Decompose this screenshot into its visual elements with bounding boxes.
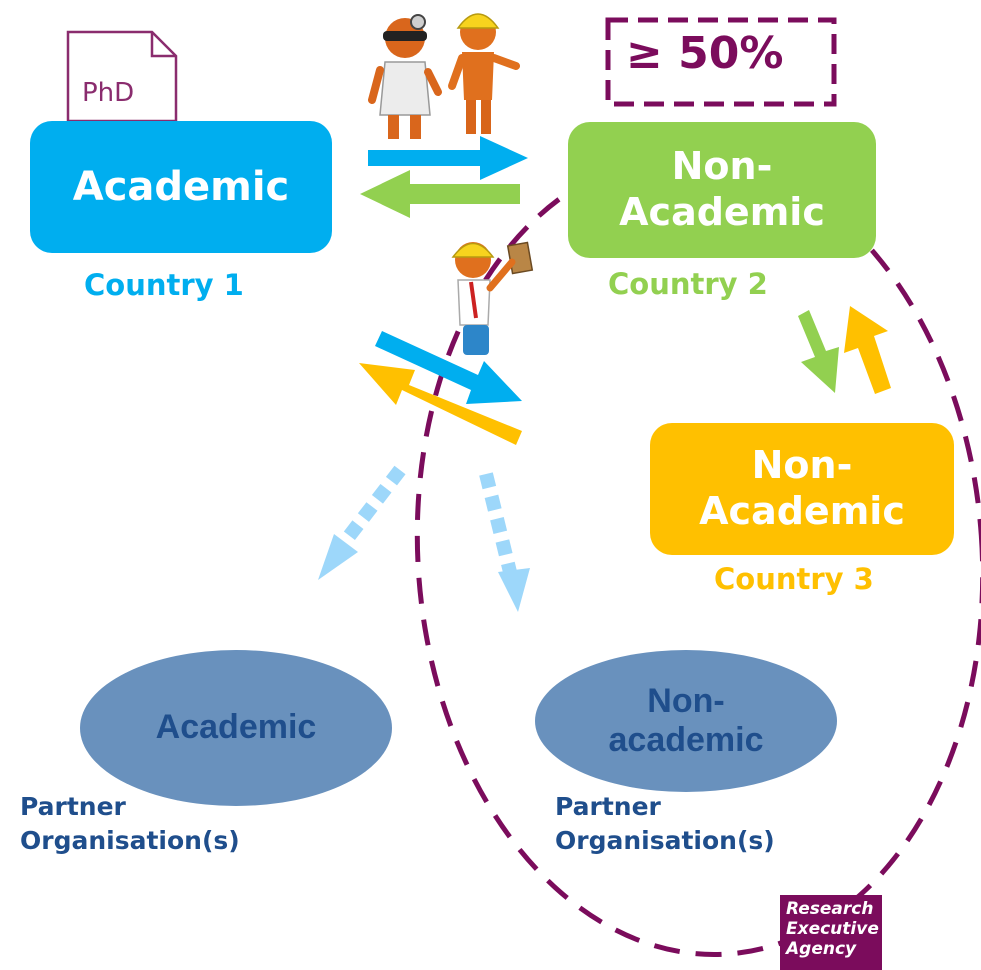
academic-partner-caption: Partner Organisation(s): [20, 790, 240, 858]
academic-box-label: Academic: [72, 164, 290, 210]
academic-partner-ellipse: Academic: [80, 650, 392, 806]
research-executive-agency-logo: Research Executive Agency: [780, 895, 882, 970]
nonacademic-partner-caption-line2: Organisation(s): [555, 825, 775, 855]
arrow-country2-to-country3: [798, 310, 839, 393]
academic-partner-caption-line1: Partner: [20, 792, 126, 821]
threshold-box: [605, 17, 837, 107]
arrow-to-academic-partner: [318, 465, 406, 580]
arrow-country2-to-academic: [360, 170, 520, 218]
country-2-label: Country 2: [608, 267, 768, 301]
nonacademic-country3-label-line1: Non-: [751, 443, 853, 488]
threshold-label: ≥ 50%: [626, 28, 784, 79]
arrow-to-nonacademic-partner: [479, 472, 530, 612]
logo-line2: Executive: [786, 919, 879, 939]
academic-box: Academic: [30, 121, 332, 253]
nonacademic-partner-caption-line1: Partner: [555, 792, 661, 821]
construction-worker-figure: [448, 13, 520, 134]
phd-label: PhD: [82, 78, 135, 108]
arrow-country3-to-country2: [844, 306, 891, 394]
nonacademic-partner-label-line1: Non-: [647, 681, 725, 720]
nonacademic-country2-label-line1: Non-: [671, 144, 773, 189]
document-icon: [66, 30, 178, 123]
arrow-academic-to-country3: [375, 331, 522, 404]
academic-partner-label: Academic: [155, 708, 317, 747]
nonacademic-partner-ellipse: Non- academic: [535, 650, 837, 792]
nonacademic-country3-box: Non- Academic: [650, 423, 954, 555]
nonacademic-country2-label-line2: Academic: [619, 190, 825, 234]
nonacademic-partner-caption: Partner Organisation(s): [555, 790, 775, 858]
logo-line1: Research: [786, 899, 874, 919]
academic-partner-caption-line2: Organisation(s): [20, 825, 240, 855]
doctor-figure: [368, 14, 442, 139]
nonacademic-country3-label-line2: Academic: [699, 489, 905, 533]
arrow-country3-to-academic: [359, 363, 522, 445]
country-1-label: Country 1: [84, 268, 244, 302]
arrow-academic-to-country2: [368, 136, 528, 180]
country-3-label: Country 3: [714, 562, 874, 596]
logo-line3: Agency: [786, 939, 857, 959]
nonacademic-partner-label-line2: academic: [608, 721, 764, 759]
nonacademic-country2-box: Non- Academic: [568, 122, 876, 258]
inspector-figure: [451, 241, 534, 355]
